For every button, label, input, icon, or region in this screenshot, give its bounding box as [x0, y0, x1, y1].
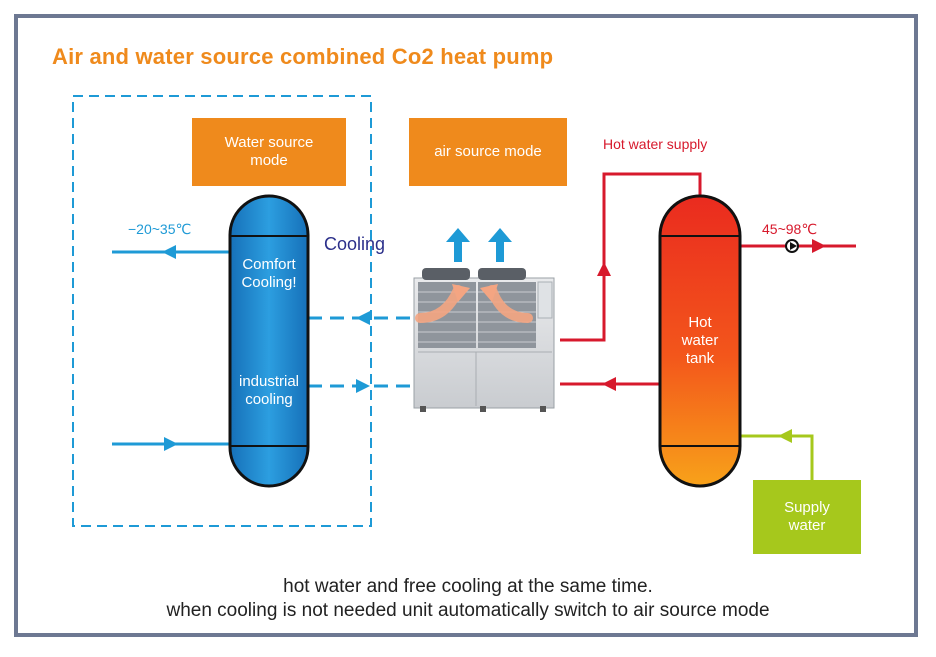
- industrial-cooling-label: industrial cooling: [238, 373, 300, 408]
- cooling-label: Cooling: [324, 234, 386, 254]
- hot-pipes: [560, 172, 856, 391]
- arrow-left-icon: [162, 245, 176, 259]
- arrow-up-icon: [488, 228, 512, 262]
- arrow-right-icon: [812, 239, 826, 253]
- arrow-right-icon: [356, 379, 370, 393]
- supply-water-label: Supply water: [784, 499, 830, 534]
- comfort-cooling-label: Comfort Cooling!: [241, 256, 297, 291]
- arrow-up-icon: [446, 228, 470, 262]
- diagram-frame: [14, 14, 918, 637]
- arrow-up-icon: [597, 262, 611, 276]
- diagram-title: Air and water source combined Co2 heat p…: [52, 44, 554, 69]
- cooling-tank: [228, 194, 310, 488]
- arrow-left-icon: [778, 429, 792, 443]
- arrow-right-icon: [164, 437, 178, 451]
- arrow-left-icon: [602, 377, 616, 391]
- arrow-left-icon: [356, 311, 370, 325]
- supply-water-box: [753, 480, 861, 554]
- water-source-mode-box: Water source mode: [192, 118, 346, 186]
- heat-pump-unit: [413, 268, 555, 412]
- footer-line-1: hot water and free cooling at the same t…: [283, 576, 653, 597]
- exhaust-arrows: [446, 228, 512, 262]
- water-source-enclosure: [72, 95, 372, 527]
- air-source-mode-box: air source mode: [409, 118, 567, 186]
- hot-range-label: 45~98℃: [762, 221, 818, 237]
- hot-water-tank: [658, 194, 742, 488]
- supply-pipe: [740, 429, 814, 480]
- hot-water-supply-label: Hot water supply: [603, 136, 708, 152]
- hot-water-tank-label: Hot water tank: [681, 314, 719, 367]
- footer-line-2: when cooling is not needed unit automati…: [166, 600, 770, 621]
- cold-pipes: [112, 245, 412, 451]
- cold-range-label: −20~35℃: [128, 221, 192, 237]
